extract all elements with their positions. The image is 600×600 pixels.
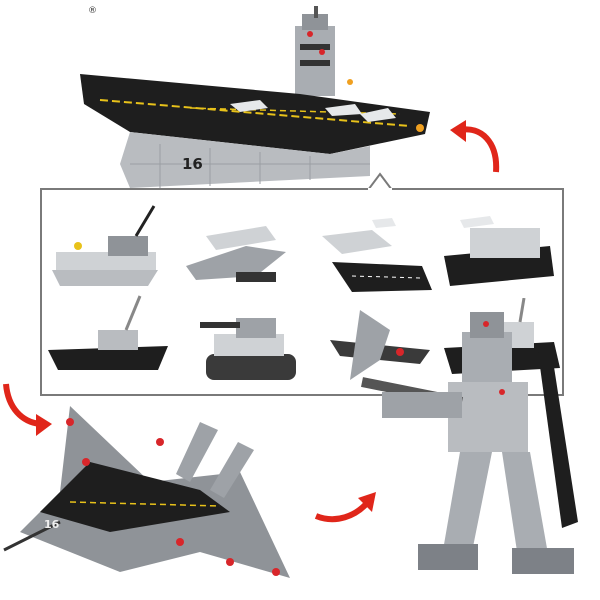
aircraft-carrier-model: 16	[80, 6, 430, 188]
jet-hull-number: 16	[44, 518, 60, 531]
build-gunship-plane	[186, 226, 286, 282]
deck-jets	[230, 100, 396, 122]
curved-arrow-icon	[3, 383, 52, 436]
robot-mech-model	[361, 312, 578, 574]
carrier-island-tower	[295, 6, 335, 96]
hull-number: 16	[182, 155, 203, 173]
alternate-builds-frame	[40, 188, 564, 396]
hull	[120, 132, 370, 188]
frame-pointer	[368, 172, 392, 192]
registered-mark: ®	[88, 6, 97, 16]
build-transport-ship	[444, 216, 554, 286]
curved-arrow-icon	[314, 492, 376, 523]
build-patrol-boat	[52, 205, 158, 286]
curved-arrow-icon	[450, 120, 500, 173]
build-frigate	[48, 295, 168, 370]
fighter-jet-model: 16	[3, 406, 290, 578]
build-runway-jets	[322, 218, 432, 292]
build-tank	[200, 318, 296, 380]
flight-deck	[80, 74, 430, 154]
build-attack-aircraft	[330, 310, 430, 380]
